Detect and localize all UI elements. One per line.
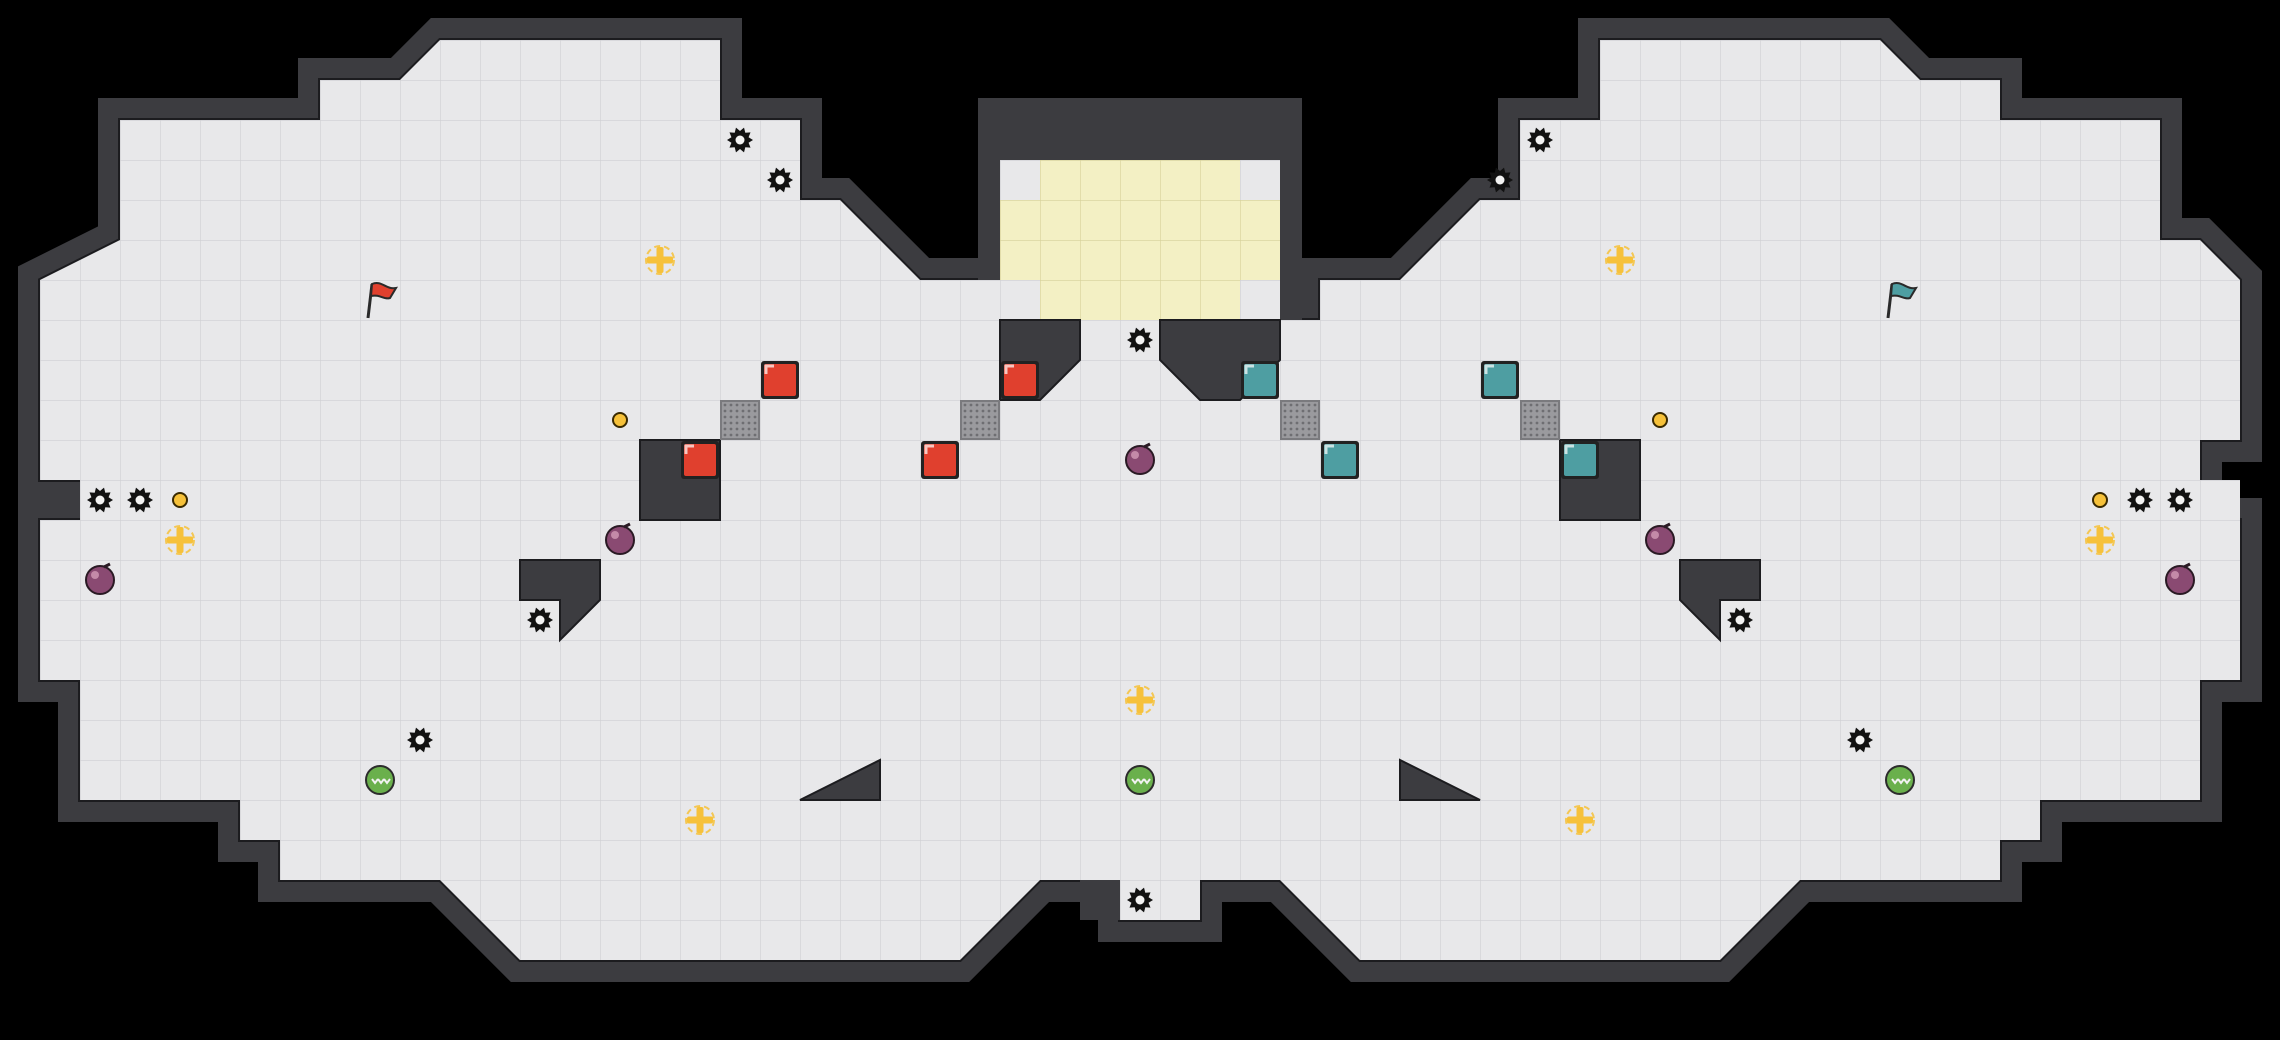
bottom-alcove-floor (1118, 840, 1162, 880)
boost-icon (1125, 765, 1155, 795)
red-tile-icon (921, 441, 959, 479)
red-tile-icon (681, 441, 719, 479)
blue-flag-icon (1886, 282, 1919, 319)
powerup-icon (1125, 685, 1155, 715)
spike-icon (87, 487, 113, 513)
boost-icon (1885, 765, 1915, 795)
gate-icon (960, 400, 1000, 440)
coin-icon (2092, 492, 2108, 508)
spike-icon (1487, 167, 1513, 193)
center-goal-zone (1000, 160, 1280, 320)
spike-icon (1727, 607, 1753, 633)
red-tile-icon (1001, 361, 1039, 399)
blue-tile-icon (1321, 441, 1359, 479)
powerup-icon (685, 805, 715, 835)
map-items (85, 127, 2195, 913)
spike-icon (2127, 487, 2153, 513)
powerup-icon (2085, 525, 2115, 555)
bomb-icon (1645, 522, 1675, 555)
powerup-icon (1605, 245, 1635, 275)
spike-icon (1847, 727, 1873, 753)
bomb-icon (85, 562, 115, 595)
wall-block (519, 559, 601, 643)
spike-icon (527, 607, 553, 633)
coin-icon (172, 492, 188, 508)
spike-icon (727, 127, 753, 153)
spike-icon (2167, 487, 2193, 513)
gate-icon (1280, 400, 1320, 440)
powerup-icon (1565, 805, 1595, 835)
coin-icon (612, 412, 628, 428)
spike-icon (1127, 887, 1153, 913)
blue-tile-icon (1481, 361, 1519, 399)
floor-grid (40, 40, 2240, 960)
spike-icon (767, 167, 793, 193)
red-tile-icon (761, 361, 799, 399)
goal-zone-tiles (1000, 160, 1280, 320)
boost-icon (365, 765, 395, 795)
spike-icon (127, 487, 153, 513)
gate-icon (1520, 400, 1560, 440)
spike-icon (1127, 327, 1153, 353)
spike-icon (1527, 127, 1553, 153)
wall-block (1679, 559, 1761, 643)
powerup-icon (165, 525, 195, 555)
wall-block (799, 758, 881, 801)
coin-icon (1652, 412, 1668, 428)
red-flag-icon (366, 282, 399, 319)
blue-tile-icon (1241, 361, 1279, 399)
bomb-icon (605, 522, 635, 555)
powerup-icon (645, 245, 675, 275)
bomb-icon (2165, 562, 2195, 595)
blue-tile-icon (1561, 441, 1599, 479)
bomb-icon (1125, 442, 1155, 475)
wall-block (1399, 758, 1481, 801)
spike-icon (407, 727, 433, 753)
gate-icon (720, 400, 760, 440)
